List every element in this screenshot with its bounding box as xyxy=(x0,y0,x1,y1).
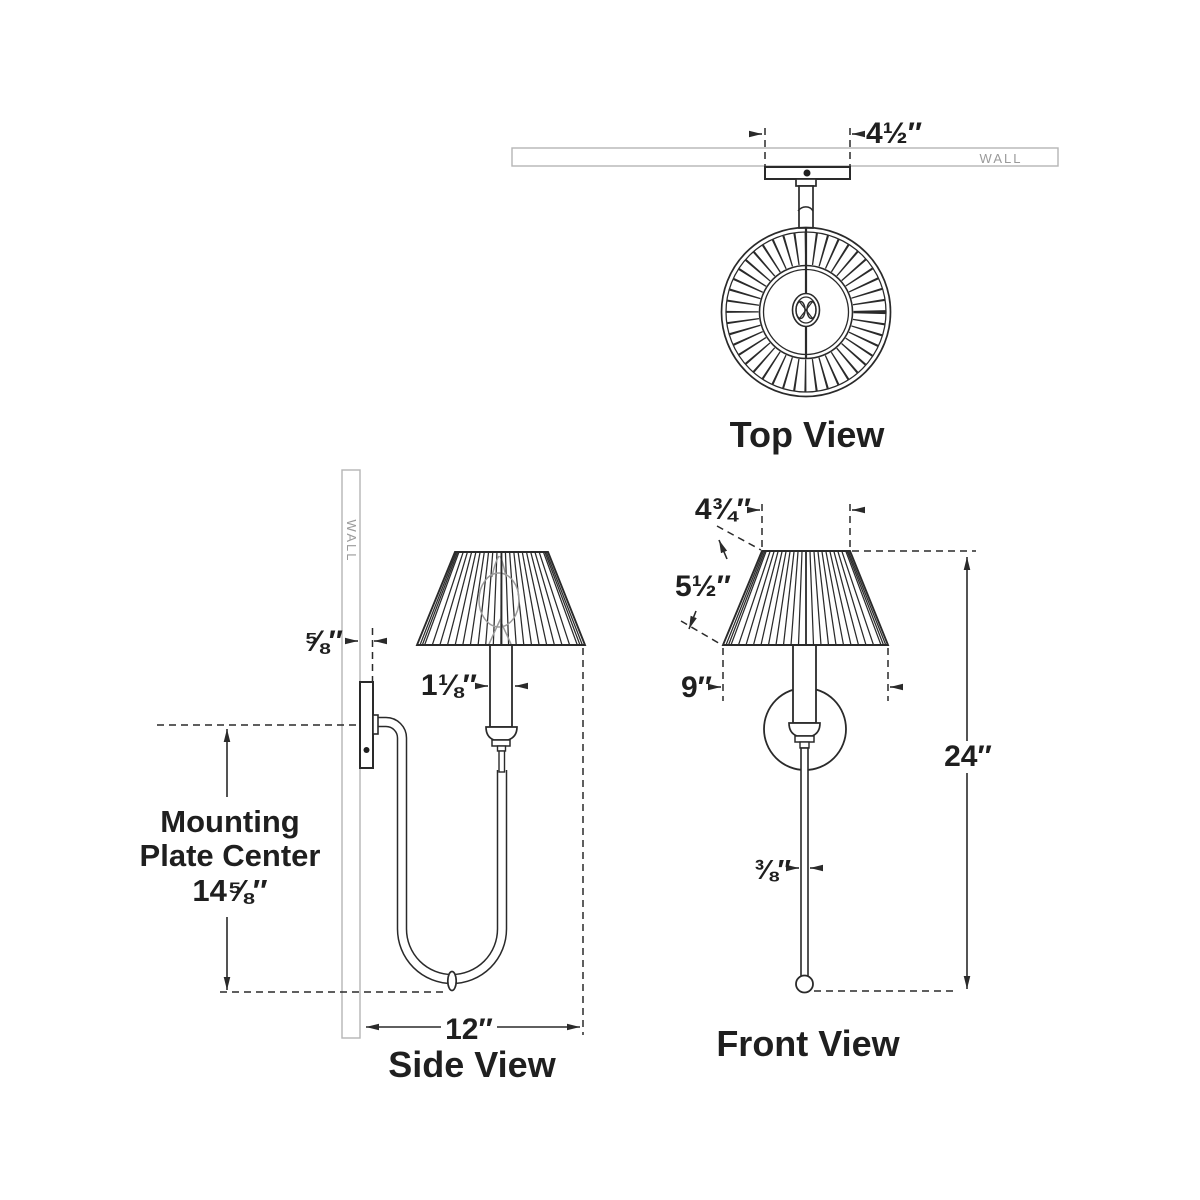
arm-bottom-node xyxy=(446,970,458,992)
dim-label-shade-slant: 5½″ xyxy=(675,570,731,603)
dim-overall-height: 24″ xyxy=(814,550,992,992)
shade-side xyxy=(415,551,587,646)
top-wall-label: WALL xyxy=(980,151,1023,166)
dim-backplate-width: 4½″ xyxy=(749,117,922,166)
dim-mounting-plate-center: Mounting Plate Center 14⅝″ xyxy=(140,724,448,993)
stem-front xyxy=(800,747,809,977)
shade-pleats-side xyxy=(419,552,583,645)
mounting-screw xyxy=(803,169,811,177)
dim-label-candle-diameter: 1⅛″ xyxy=(421,669,477,702)
mounting-plate-side xyxy=(359,681,374,769)
dim-shade-slant: 5½″ xyxy=(675,525,762,646)
front-view-label: Front View xyxy=(716,1023,900,1064)
candle-side xyxy=(489,644,513,728)
candle-cap-neck-front xyxy=(799,741,810,749)
arm-inner xyxy=(377,718,506,983)
arm-collar-top xyxy=(795,178,817,187)
arm-joint-mark xyxy=(797,206,814,212)
candle-cap-ring-front xyxy=(794,735,815,743)
candle-front xyxy=(792,644,817,724)
shade-pleats-front xyxy=(725,551,887,645)
dim-label-plate-thickness: ⅝″ xyxy=(304,625,343,658)
candle-cap-front xyxy=(788,722,821,737)
dim-depth: 12″ xyxy=(366,648,584,1046)
dim-label-shade-bottom: 9″ xyxy=(681,671,712,704)
shade-front xyxy=(721,550,890,646)
mounting-label-line1: Mounting xyxy=(160,804,299,839)
dim-shade-top: 4¾″ xyxy=(695,493,865,547)
top-view-label: Top View xyxy=(730,414,886,455)
top-view: WALL xyxy=(511,117,1059,455)
dim-candle-diameter: 1⅛″ xyxy=(421,669,528,702)
shade-pleats-top xyxy=(726,232,886,392)
dim-plate-thickness: ⅝″ xyxy=(304,625,387,681)
mounting-label-line2: Plate Center xyxy=(140,838,321,873)
wall-label-mask xyxy=(975,150,1028,164)
dim-label-stem-diameter: ⅜″ xyxy=(754,854,791,885)
dim-label-backplate-width: 4½″ xyxy=(866,117,922,150)
candle-cap-neck-side xyxy=(496,745,507,752)
plate-arm-tab xyxy=(372,714,379,735)
mounting-label-value: 14⅝″ xyxy=(192,873,267,908)
dim-label-shade-top: 4¾″ xyxy=(695,493,751,526)
arm-outer xyxy=(377,716,508,985)
candle-stem-side xyxy=(498,750,506,773)
dim-label-depth: 12″ xyxy=(445,1013,493,1046)
bulb-outline xyxy=(478,555,520,645)
dim-label-overall-height: 24″ xyxy=(944,740,992,773)
shade-top xyxy=(720,226,892,398)
front-view: 4¾″ 5½″ 9″ 24″ xyxy=(675,493,992,1064)
dim-stem-diameter: ⅜″ xyxy=(754,854,823,885)
side-view-label: Side View xyxy=(388,1044,556,1085)
side-view: WALL xyxy=(140,469,587,1085)
candle-cap-ring-side xyxy=(491,739,511,747)
plate-screw-side xyxy=(363,747,370,753)
dim-shade-bottom: 9″ xyxy=(681,648,903,704)
stem-bottom-loop xyxy=(795,974,814,994)
finial-top xyxy=(791,292,821,328)
side-wall-label: WALL xyxy=(344,520,359,563)
wall-label-mask-side xyxy=(344,503,358,579)
candle-cap-side xyxy=(485,726,518,741)
